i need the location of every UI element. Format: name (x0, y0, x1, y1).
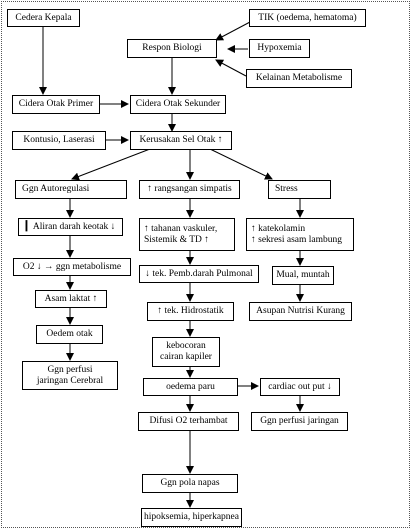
node-aliran-darah: ▎Aliran darah keotak ↓ (18, 218, 123, 236)
node-cardiac-output: cardiac out put ↓ (260, 378, 340, 396)
node-ggn-perfusi-cerebral-line2: jaringan Cerebral (36, 375, 104, 386)
node-kebocoran-line2: cairan kapiler (160, 352, 212, 362)
node-ggn-perfusi-cerebral: Ggn perfusi jaringan Cerebral (22, 361, 118, 390)
node-tek-pemb-darah: ↓ tek. Pemb.darah Pulmonal (139, 265, 259, 283)
node-katekolamin-line2: ↑ sekresi asam lambung (251, 234, 343, 245)
node-mual-muntah: Mual, muntah (272, 266, 334, 285)
arrow-kerusakan-stress (209, 148, 273, 180)
node-asupan-nutrisi: Asupan Nutrisi Kurang (249, 302, 352, 321)
node-katekolamin-line1: ↑ katekolamin (251, 223, 306, 234)
arrow-tik-respon (215, 21, 251, 41)
node-ggn-perfusi-jaringan: Ggn perfusi jaringan (251, 412, 348, 431)
node-tahanan-vaskuler-line1: ↑ tahanan vaskuler, (144, 223, 218, 234)
node-hypoxemia: Hypoxemia (249, 39, 310, 58)
node-hipoksemia: hipoksemia, hiperkapnea (141, 508, 242, 527)
node-kebocoran: kebocoran cairan kapiler (152, 337, 220, 367)
node-cedera-otak-primer: Cidera Otak Primer (12, 95, 100, 114)
node-tek-hidrostatik: ↑ tek. Hidrostatik (147, 302, 234, 321)
arrow-kerusakan-autoregulasi (71, 148, 151, 181)
node-katekolamin: ↑ katekolamin ↑ sekresi asam lambung (246, 218, 354, 251)
node-cedera-kepala: Cedera Kepala (7, 9, 80, 27)
node-ggn-autoregulasi: Ggn Autoregulasi (15, 180, 127, 199)
node-oedem-otak: Oedem otak (36, 325, 103, 344)
node-rangsangan-simpatis: ↑ rangsangan simpatis (139, 180, 240, 199)
node-difusi-o2: Difusi O2 terhambat (138, 412, 239, 431)
node-oedema-paru: oedema paru (143, 378, 238, 396)
node-o2-ggn-metabolisme: O2 ↓ → ggn metabolisme (13, 258, 131, 276)
node-asam-laktat: Asam laktat ↑ (35, 290, 107, 308)
node-tahanan-vaskuler: ↑ tahanan vaskuler, Sistemik & TD ↑ (139, 218, 235, 251)
node-kontusio: Kontusio, Laserasi (12, 131, 106, 150)
node-tahanan-vaskuler-line2: Sistemik & TD ↑ (144, 234, 210, 245)
node-kerusakan-sel: Kerusakan Sel Otak ↑ (130, 131, 232, 150)
node-kelainan-metabolisme: Kelainan Metabolisme (246, 69, 352, 88)
node-ggn-perfusi-cerebral-line1: Ggn perfusi (47, 364, 93, 375)
node-tik: TIK (oedema, hematoma) (249, 9, 366, 27)
node-kebocoran-line1: kebocoran (166, 341, 206, 351)
node-respon-biologi: Respon Biologi (127, 39, 217, 58)
arrow-kelainan-respon (215, 59, 247, 77)
node-ggn-pola-napas: Ggn pola napas (142, 474, 238, 493)
node-stress: Stress (268, 180, 331, 199)
node-cedera-otak-sekunder: Cidera Otak Sekunder (130, 95, 226, 114)
